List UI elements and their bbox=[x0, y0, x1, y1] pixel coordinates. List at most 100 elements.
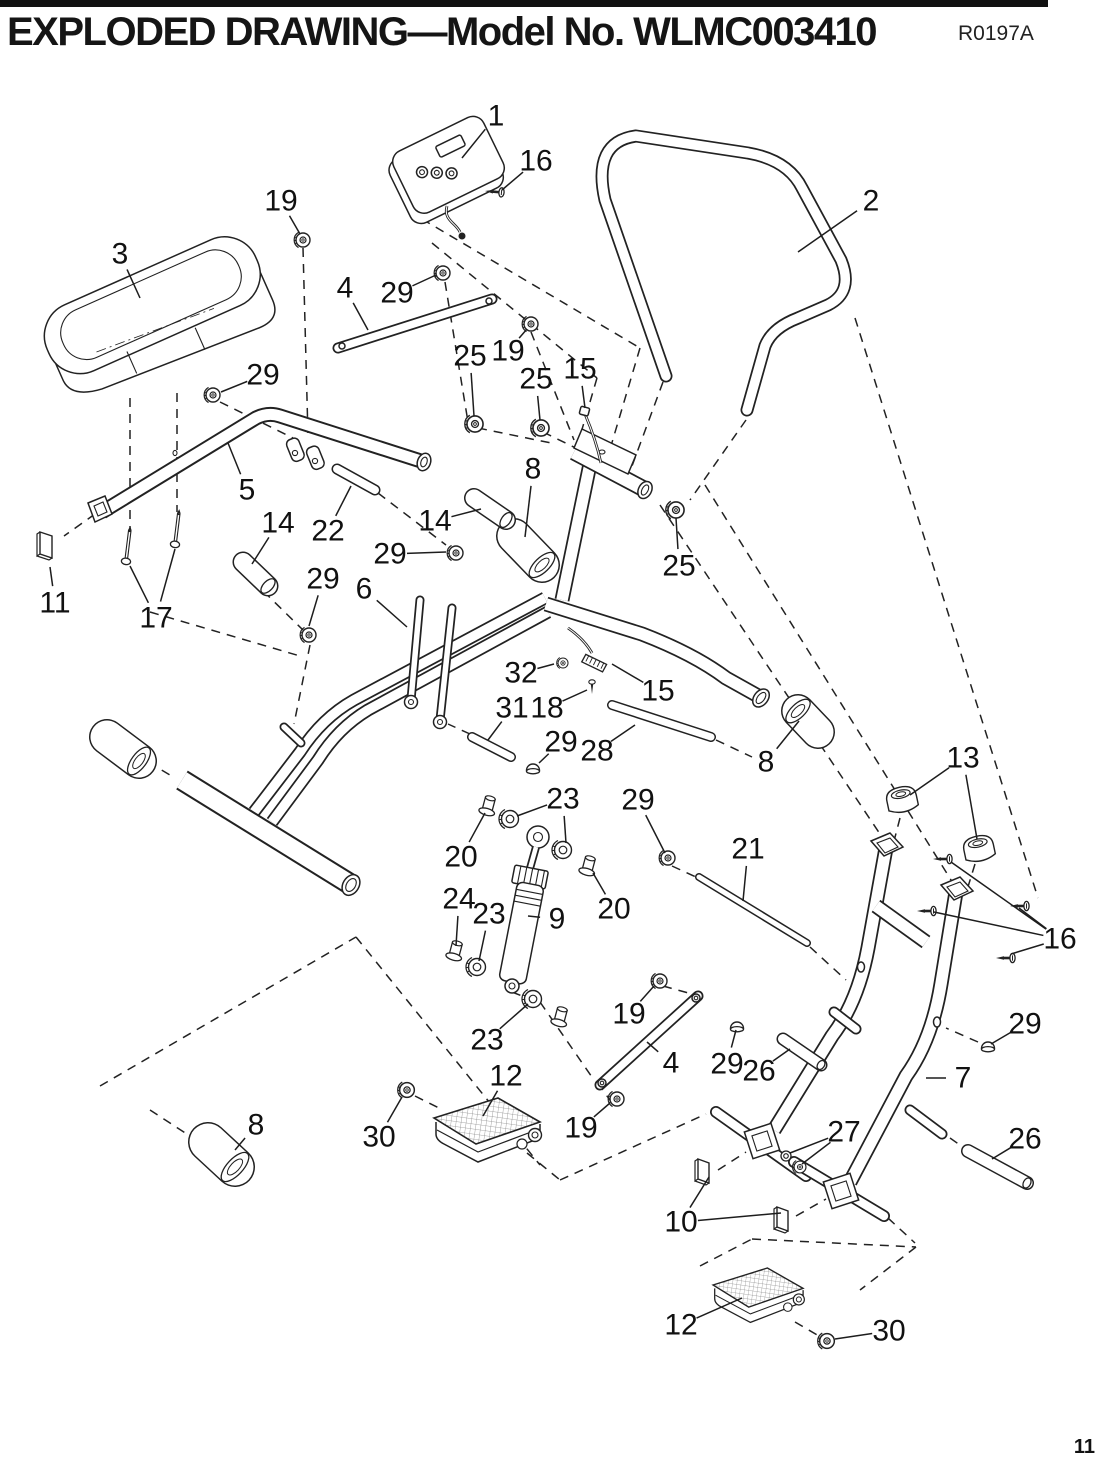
foam-grip-icon bbox=[961, 1144, 1034, 1190]
part-callout-23: 23 bbox=[472, 898, 506, 962]
svg-text:10: 10 bbox=[664, 1206, 697, 1239]
svg-text:29: 29 bbox=[1008, 1008, 1041, 1041]
part-callout-7: 7 bbox=[926, 1062, 971, 1095]
locknut-icon bbox=[607, 1090, 625, 1108]
foam-grip-icon bbox=[496, 518, 560, 583]
square-cap-small-icon bbox=[773, 1206, 789, 1234]
svg-text:19: 19 bbox=[264, 185, 297, 218]
locknut-icon bbox=[396, 1081, 416, 1099]
foam-grip-icon bbox=[781, 694, 835, 749]
cylinder-icon bbox=[467, 732, 516, 762]
part-callout-19: 19 bbox=[612, 985, 655, 1031]
header-rule bbox=[0, 0, 1048, 7]
doc-reference: R0197A bbox=[958, 22, 1034, 45]
part-callout-10: 10 bbox=[664, 1176, 782, 1239]
square-cap-icon bbox=[36, 531, 53, 561]
part-callout-19: 19 bbox=[264, 185, 301, 235]
svg-text:8: 8 bbox=[758, 746, 775, 779]
svg-text:11: 11 bbox=[39, 587, 70, 620]
hardware-layer bbox=[36, 185, 1034, 1350]
svg-text:29: 29 bbox=[380, 277, 413, 310]
foot-socket bbox=[743, 1122, 781, 1160]
svg-text:23: 23 bbox=[472, 898, 505, 931]
svg-text:28: 28 bbox=[580, 735, 613, 768]
part-callout-21: 21 bbox=[731, 833, 765, 902]
svg-text:27: 27 bbox=[827, 1116, 860, 1149]
handlebar bbox=[595, 129, 852, 417]
flange-nut-icon bbox=[465, 956, 487, 978]
svg-text:12: 12 bbox=[664, 1309, 697, 1342]
svg-text:14: 14 bbox=[261, 507, 294, 540]
locknut-icon bbox=[446, 544, 464, 562]
console-display bbox=[435, 134, 466, 158]
svg-text:19: 19 bbox=[612, 998, 645, 1031]
part-callout-3: 3 bbox=[112, 238, 141, 299]
rear-frame bbox=[710, 832, 975, 1222]
part-callout-4: 4 bbox=[646, 1041, 680, 1080]
part-callout-28: 28 bbox=[580, 724, 636, 768]
wire-clip-icon bbox=[580, 653, 609, 673]
svg-text:19: 19 bbox=[564, 1112, 597, 1145]
svg-text:30: 30 bbox=[872, 1315, 905, 1348]
screw-icon bbox=[994, 952, 1017, 964]
part-callout-26: 26 bbox=[742, 1048, 791, 1088]
part-callout-11: 11 bbox=[39, 566, 71, 620]
svg-text:15: 15 bbox=[641, 675, 674, 708]
flange-nut-icon bbox=[551, 839, 573, 861]
part-callout-24: 24 bbox=[442, 883, 476, 947]
locknut-icon bbox=[521, 315, 539, 333]
part-callout-8: 8 bbox=[758, 720, 800, 779]
locknut-icon bbox=[293, 231, 311, 249]
part-callout-20: 20 bbox=[592, 872, 631, 926]
main-frame bbox=[176, 427, 771, 897]
foam-grip-icon bbox=[89, 719, 157, 779]
bushing-icon bbox=[477, 793, 500, 818]
svg-text:31: 31 bbox=[495, 692, 528, 725]
locknut-icon bbox=[464, 414, 484, 434]
part-callout-14: 14 bbox=[251, 507, 295, 565]
spacer-icon bbox=[232, 551, 279, 597]
locknut-icon bbox=[556, 657, 569, 669]
part-callout-25: 25 bbox=[453, 340, 487, 417]
part-callout-22: 22 bbox=[311, 485, 352, 548]
part-callout-16: 16 bbox=[933, 861, 1077, 956]
wire-connector bbox=[458, 232, 466, 240]
svg-text:29: 29 bbox=[710, 1048, 743, 1081]
bushing-icon bbox=[577, 853, 600, 878]
dome-cap-icon bbox=[883, 783, 920, 816]
svg-text:25: 25 bbox=[453, 340, 486, 373]
part-callout-1: 1 bbox=[461, 100, 504, 159]
carriage-bolt-icon bbox=[119, 523, 137, 567]
locknut-icon bbox=[433, 264, 451, 282]
part-callout-12: 12 bbox=[664, 1297, 743, 1342]
cylinder-icon bbox=[331, 463, 381, 496]
svg-text:8: 8 bbox=[248, 1109, 265, 1142]
part-callout-23: 23 bbox=[470, 1003, 529, 1057]
svg-text:7: 7 bbox=[955, 1062, 972, 1095]
foam-grip-icon bbox=[188, 1122, 255, 1187]
svg-text:25: 25 bbox=[519, 363, 552, 396]
part-callout-16: 16 bbox=[501, 145, 553, 191]
part-callout-27: 27 bbox=[789, 1116, 861, 1165]
seat-link-arm bbox=[332, 293, 498, 354]
part-callout-29: 29 bbox=[306, 563, 340, 627]
part-callout-29: 29 bbox=[220, 359, 280, 393]
pedal-link-arm bbox=[594, 990, 704, 1091]
svg-text:18: 18 bbox=[530, 692, 563, 725]
part-callout-14: 14 bbox=[418, 505, 482, 538]
page-title: EXPLODED DRAWING—Model No. WLMC003410 bbox=[7, 10, 878, 54]
part-callout-18: 18 bbox=[530, 689, 588, 725]
part-callout-15: 15 bbox=[611, 663, 675, 708]
svg-text:26: 26 bbox=[742, 1055, 775, 1088]
svg-text:26: 26 bbox=[1008, 1123, 1041, 1156]
carriage-bolt-icon bbox=[168, 506, 186, 550]
part-callout-26: 26 bbox=[991, 1123, 1042, 1160]
svg-text:4: 4 bbox=[663, 1047, 680, 1080]
part-callout-29: 29 bbox=[538, 726, 578, 764]
svg-text:12: 12 bbox=[489, 1060, 522, 1093]
part-callout-32: 32 bbox=[504, 657, 555, 690]
flange-nut-icon bbox=[498, 808, 520, 830]
flange-nut-icon bbox=[521, 988, 543, 1010]
